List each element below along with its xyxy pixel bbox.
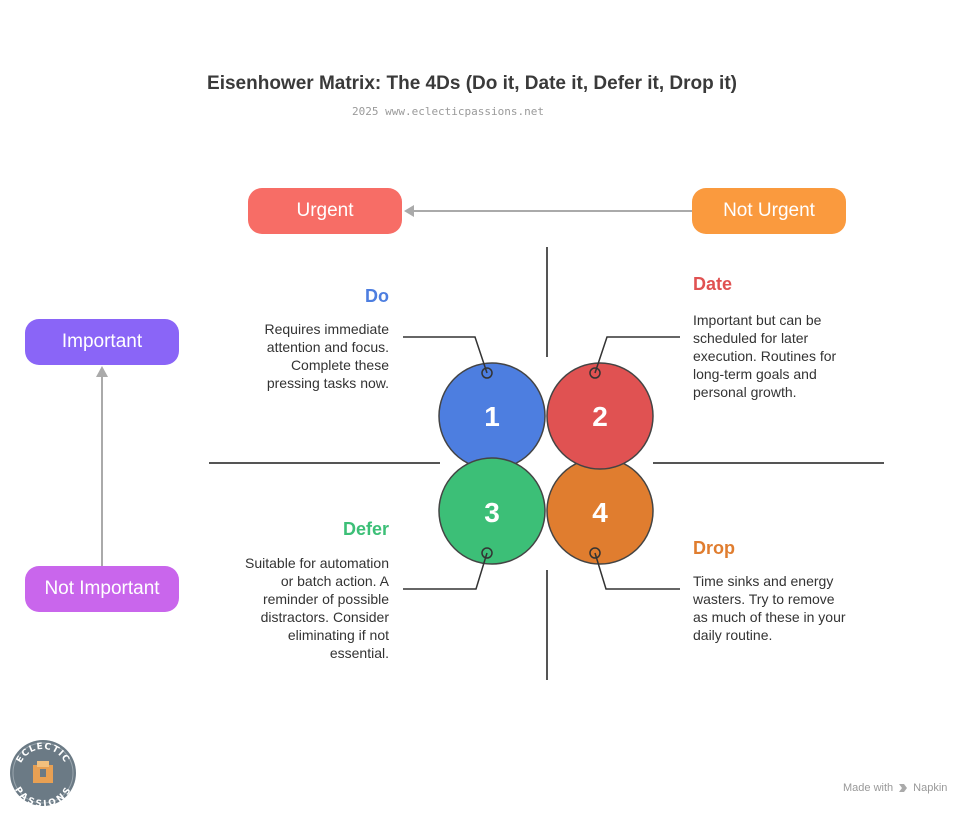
date-heading: Date xyxy=(693,274,733,294)
defer-line: or batch action. A xyxy=(280,573,389,589)
connector-date xyxy=(594,336,680,374)
defer-line: essential. xyxy=(329,645,389,661)
defer-line: reminder of possible xyxy=(262,591,389,607)
importance-arrowhead xyxy=(96,366,108,377)
circle-number-1: 1 xyxy=(484,401,500,432)
do-line: Requires immediate xyxy=(264,321,390,337)
urgent-label: Urgent xyxy=(248,188,402,234)
do-line: Complete these xyxy=(290,357,389,373)
connector-dot-date xyxy=(589,367,601,379)
drop-heading: Drop xyxy=(693,538,735,558)
date-line: scheduled for later xyxy=(693,330,809,346)
eclectic-passions-logo-icon: ECLECTIC PASSIONS xyxy=(10,740,76,807)
connector-dot-defer xyxy=(481,547,493,559)
connector-dot-do xyxy=(481,367,493,379)
do-line: pressing tasks now. xyxy=(266,375,389,391)
drop-line: daily routine. xyxy=(693,627,773,643)
urgency-arrowhead xyxy=(404,205,414,217)
circle-date xyxy=(546,362,654,470)
defer-heading: Defer xyxy=(342,519,389,539)
defer-line: distractors. Consider xyxy=(260,609,389,625)
drop-line: wasters. Try to remove xyxy=(693,591,835,607)
date-line: long-term goals and xyxy=(693,366,817,382)
circle-defer xyxy=(438,457,546,565)
connector-defer xyxy=(403,552,488,590)
date-line: Important but can be xyxy=(693,312,822,328)
page-subtitle: 2025 www.eclecticpassions.net xyxy=(351,105,545,118)
made-with-label: Made with xyxy=(843,782,894,794)
defer-description: Suitable for automation or batch action.… xyxy=(219,554,389,662)
not-important-label: Not Important xyxy=(25,566,179,612)
connector-do xyxy=(403,336,488,374)
date-line: execution. Routines for xyxy=(693,348,837,364)
date-description: Important but can be scheduled for later… xyxy=(693,311,873,401)
not-urgent-label: Not Urgent xyxy=(692,188,846,234)
circle-number-2: 2 xyxy=(592,401,608,432)
napkin-icon xyxy=(899,784,908,792)
circle-number-3: 3 xyxy=(484,497,500,528)
made-with-napkin: Made with Napkin xyxy=(843,782,947,794)
drop-line: Time sinks and energy xyxy=(693,573,834,589)
do-description: Requires immediate attention and focus. … xyxy=(219,320,390,392)
page-title: Eisenhower Matrix: The 4Ds (Do it, Date … xyxy=(207,73,737,94)
defer-line: Suitable for automation xyxy=(245,555,389,571)
connector-dot-drop xyxy=(589,547,601,559)
do-line: attention and focus. xyxy=(266,339,389,355)
napkin-brand: Napkin xyxy=(913,782,948,794)
date-line: personal growth. xyxy=(693,384,797,400)
connector-drop xyxy=(594,552,680,590)
drop-description: Time sinks and energy wasters. Try to re… xyxy=(693,572,873,644)
circle-number-4: 4 xyxy=(592,497,608,528)
defer-line: eliminating if not xyxy=(287,627,389,643)
do-heading: Do xyxy=(365,286,389,306)
drop-line: as much of these in your xyxy=(693,609,846,625)
important-label: Important xyxy=(25,319,179,365)
